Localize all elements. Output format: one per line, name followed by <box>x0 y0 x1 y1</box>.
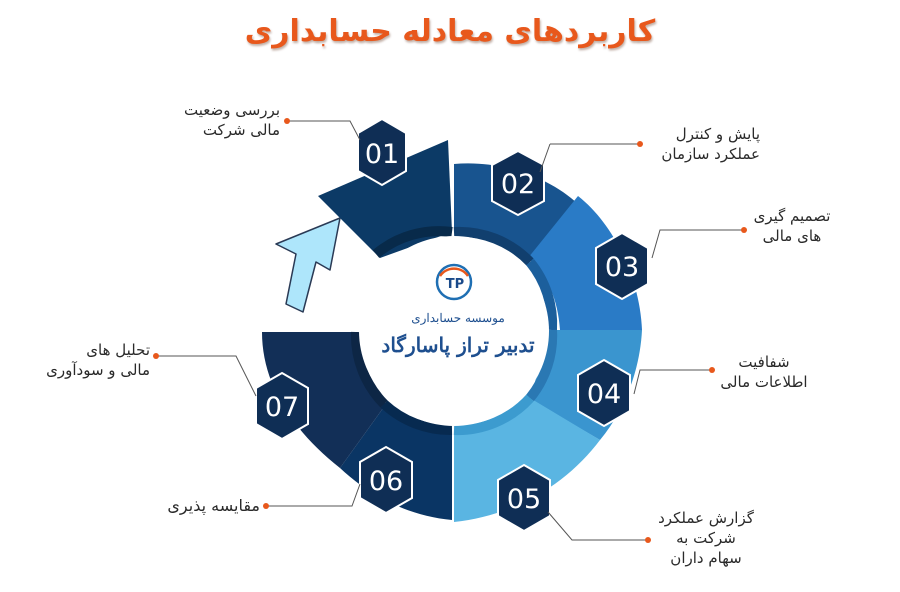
step-03-label: تصمیم گیری های مالی <box>753 207 831 245</box>
step-07-label: تحلیل های مالی و سودآوری <box>46 341 150 379</box>
logo-line-2: تدبیر تراز پاسارگاد <box>381 333 535 358</box>
connector-lines <box>156 120 744 541</box>
hexagon-04: 04 <box>577 358 631 428</box>
hexagon-07: 07 <box>255 371 309 441</box>
connector-dots <box>153 118 747 543</box>
logo-ring-icon <box>435 263 473 301</box>
center-disk <box>359 236 549 426</box>
hexagon-03: 03 <box>595 231 649 301</box>
step-02-label: پایش و کنترل عملکرد سازمان <box>661 125 760 163</box>
step-05-label: گزارش عملکرد شرکت به سهام داران <box>658 509 754 567</box>
step-04-label: شفافیت اطلاعات مالی <box>720 353 808 391</box>
step-01-number: 01 <box>365 139 399 170</box>
cycle-arrow <box>275 217 341 313</box>
page-title: کاربردهای معادله حسابداری <box>244 14 656 49</box>
step-02-number: 02 <box>501 169 535 200</box>
step-01-label: بررسی وضعیت مالی شرکت <box>183 101 280 139</box>
hexagon-01: 01 <box>357 117 407 187</box>
logo-mark: TP <box>446 277 464 292</box>
logo: TP موسسه حسابداری تدبیر تراز پاسارگاد <box>381 263 535 358</box>
step-07-number: 07 <box>265 392 299 423</box>
hexagon-02: 02 <box>491 149 545 217</box>
hexagon-06: 06 <box>359 445 413 515</box>
segment-03 <box>528 196 642 330</box>
step-06-label: مقایسه پذیری <box>167 496 260 515</box>
step-03-number: 03 <box>605 252 639 283</box>
hexagon-05: 05 <box>497 463 551 533</box>
step-06-number: 06 <box>369 466 403 497</box>
segment-07 <box>262 332 386 468</box>
logo-line-1: موسسه حسابداری <box>411 311 505 325</box>
step-05-number: 05 <box>507 484 541 515</box>
step-04-number: 04 <box>587 379 621 410</box>
